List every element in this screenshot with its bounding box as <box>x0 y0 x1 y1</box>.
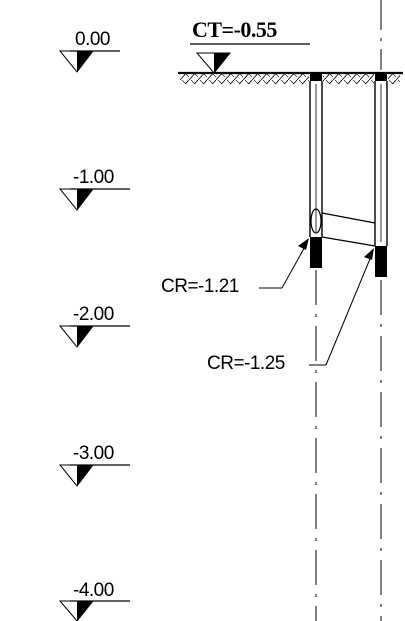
level-mark-0: 0.00 <box>58 29 120 73</box>
ct-label: CT=-0.55 <box>192 17 277 42</box>
pile-right <box>374 0 388 621</box>
ct-triangle-fill-icon <box>214 53 230 73</box>
level-triangle-fill-icon <box>77 189 93 210</box>
pile-cap-left <box>310 73 322 81</box>
callout-label: CR=-1.21 <box>161 276 239 297</box>
leader-arrowhead-icon <box>298 238 309 250</box>
pile-left <box>309 73 323 621</box>
pile-left-joint <box>310 208 322 234</box>
callout-cr-left: CR=-1.21 <box>161 238 309 297</box>
level-mark-1: -1.00 <box>58 167 130 211</box>
ground-hatch <box>180 74 400 84</box>
pile-link-upper <box>321 212 376 224</box>
pile-tip-left <box>310 237 322 268</box>
level-triangle-fill-icon <box>77 326 93 347</box>
pile-cap-right <box>375 73 387 81</box>
leader-diagonal <box>325 253 373 366</box>
level-mark-3: -3.00 <box>58 443 130 487</box>
ct-level-mark: CT=-0.55 <box>190 17 310 74</box>
level-label: 0.00 <box>75 29 110 50</box>
level-triangle-fill-icon <box>77 51 93 72</box>
level-mark-2: -2.00 <box>58 304 130 348</box>
level-label: -4.00 <box>73 580 114 601</box>
level-label: -3.00 <box>73 443 114 464</box>
leader-diagonal <box>281 242 308 289</box>
callout-cr-right: CR=-1.25 <box>207 248 374 374</box>
pile-tip-right <box>375 246 387 277</box>
level-mark-4: -4.00 <box>58 580 130 621</box>
callout-label: CR=-1.25 <box>207 353 285 374</box>
leader-arrowhead-icon <box>364 248 374 260</box>
level-label: -2.00 <box>73 304 114 325</box>
level-triangle-fill-icon <box>77 465 93 486</box>
pile-link-lower <box>321 236 376 247</box>
level-triangle-fill-icon <box>77 601 93 621</box>
level-label: -1.00 <box>73 167 114 188</box>
ground-surface <box>178 71 403 85</box>
